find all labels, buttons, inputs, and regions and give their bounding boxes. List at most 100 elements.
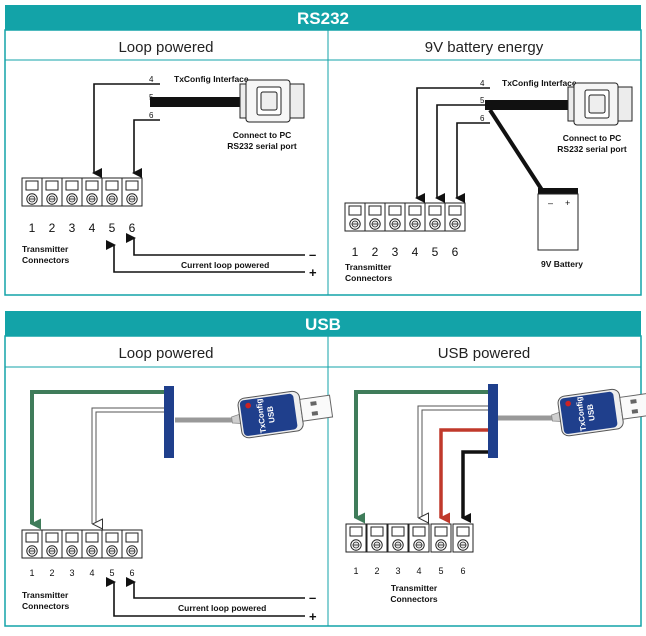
connectors-label-2: Connectors xyxy=(22,601,70,611)
dongle-label-2: USB xyxy=(585,403,596,421)
usb-title: USB xyxy=(305,315,341,334)
battery-cable xyxy=(488,108,544,192)
pin-2: 2 xyxy=(374,566,379,576)
pin-5: 5 xyxy=(109,568,114,578)
usb-connector-bar xyxy=(164,386,174,458)
pin-4: 4 xyxy=(89,568,94,578)
wire-6 xyxy=(132,119,160,178)
wire-label-4: 4 xyxy=(480,79,485,88)
white-wire xyxy=(94,408,168,524)
terminal-block xyxy=(21,529,143,559)
loop-wire-minus xyxy=(126,577,305,599)
white-wire-outline xyxy=(417,405,492,518)
rs232-left-diagram: TxConfig Interface 4 5 6 Connect to PC R… xyxy=(21,74,317,280)
dongle-label-2: USB xyxy=(265,405,276,423)
green-wire xyxy=(30,390,168,530)
usb-connector-bar xyxy=(488,384,498,458)
pin-5: 5 xyxy=(438,566,443,576)
pin-6: 6 xyxy=(460,566,465,576)
usb-left-heading: Loop powered xyxy=(118,345,213,362)
wire-label-6: 6 xyxy=(149,111,154,120)
pin-3: 3 xyxy=(69,221,76,235)
wire-6 xyxy=(455,122,490,203)
wire-4 xyxy=(415,87,490,203)
terminal-block xyxy=(344,202,466,232)
loop-label: Current loop powered xyxy=(178,603,266,613)
loop-wire-minus xyxy=(126,233,305,256)
connectors-label-1: Transmitter xyxy=(391,583,438,593)
pin-6: 6 xyxy=(452,245,459,259)
rs232-left-heading: Loop powered xyxy=(118,39,213,56)
green-wire xyxy=(354,390,492,524)
terminal-block xyxy=(21,177,143,207)
minus-sign: – xyxy=(309,590,316,605)
pin-1: 1 xyxy=(29,568,34,578)
loop-wire-plus xyxy=(106,240,305,273)
red-wire xyxy=(439,428,492,524)
pin-1: 1 xyxy=(29,221,36,235)
wire-label-4: 4 xyxy=(149,75,154,84)
usb-left-diagram: TxConfig USB 1 2 3 4 5 6 Transmitter Con… xyxy=(21,385,335,624)
plus-sign: + xyxy=(309,265,317,280)
battery-icon xyxy=(537,188,579,251)
usb-title-bar xyxy=(5,311,641,336)
connect-label-2: RS232 serial port xyxy=(227,141,297,151)
wire-label-5: 5 xyxy=(480,96,485,105)
connectors-label-2: Connectors xyxy=(390,594,438,604)
rs232-title-bar xyxy=(5,5,641,30)
black-wire xyxy=(461,450,492,523)
pin-3: 3 xyxy=(395,566,400,576)
pin-1: 1 xyxy=(352,245,359,259)
wire-label-6: 6 xyxy=(480,114,485,123)
db9-connector-icon xyxy=(239,79,305,123)
pin-3: 3 xyxy=(392,245,399,259)
wire-4 xyxy=(92,83,160,178)
pin-4: 4 xyxy=(412,245,419,259)
serial-cable xyxy=(485,100,570,110)
rs232-right-heading: 9V battery energy xyxy=(425,39,544,56)
minus-sign: – xyxy=(309,247,316,262)
pin-4: 4 xyxy=(416,566,421,576)
connectors-label-2: Connectors xyxy=(345,273,393,283)
usb-right-diagram: TxConfig USB 1 2 3 4 5 6 Transmitter Con… xyxy=(345,383,646,604)
connect-label-1: Connect to PC xyxy=(233,130,292,140)
connectors-label-1: Transmitter xyxy=(345,262,392,272)
usb-right-heading: USB powered xyxy=(438,345,531,362)
connectors-label-2: Connectors xyxy=(22,255,70,265)
connect-label-2: RS232 serial port xyxy=(557,144,627,154)
pin-4: 4 xyxy=(89,221,96,235)
pin-6: 6 xyxy=(129,568,134,578)
wire-5 xyxy=(435,104,490,203)
pin-2: 2 xyxy=(372,245,379,259)
usb-frame xyxy=(4,335,642,627)
pin-2: 2 xyxy=(49,568,54,578)
pin-2: 2 xyxy=(49,221,56,235)
white-wire-outline xyxy=(91,407,168,524)
pin-1: 1 xyxy=(353,566,358,576)
battery-minus: – xyxy=(548,198,553,208)
interface-label: TxConfig Interface xyxy=(174,74,249,84)
db9-connector-icon xyxy=(567,82,633,126)
pin-6: 6 xyxy=(129,221,136,235)
loop-wire-plus xyxy=(106,577,305,617)
pin-5: 5 xyxy=(432,245,439,259)
rs232-frame xyxy=(4,29,642,296)
pin-5: 5 xyxy=(109,221,116,235)
connect-label-1: Connect to PC xyxy=(563,133,622,143)
usb-dongle-icon: TxConfig USB xyxy=(228,385,335,441)
connectors-label-1: Transmitter xyxy=(22,590,69,600)
serial-cable xyxy=(150,97,242,107)
connectors-label-1: Transmitter xyxy=(22,244,69,254)
white-wire xyxy=(420,406,492,518)
usb-dongle-icon: TxConfig USB xyxy=(548,383,646,439)
loop-label: Current loop powered xyxy=(181,260,269,270)
terminal-block xyxy=(345,523,474,553)
interface-label: TxConfig Interface xyxy=(502,78,577,88)
battery-plus: + xyxy=(565,198,570,208)
pin-3: 3 xyxy=(69,568,74,578)
plus-sign: + xyxy=(309,609,317,624)
rs232-right-diagram: TxConfig Interface 4 5 6 Connect to PC R… xyxy=(344,78,633,283)
rs232-title: RS232 xyxy=(297,9,349,28)
battery-label: 9V Battery xyxy=(541,259,583,269)
